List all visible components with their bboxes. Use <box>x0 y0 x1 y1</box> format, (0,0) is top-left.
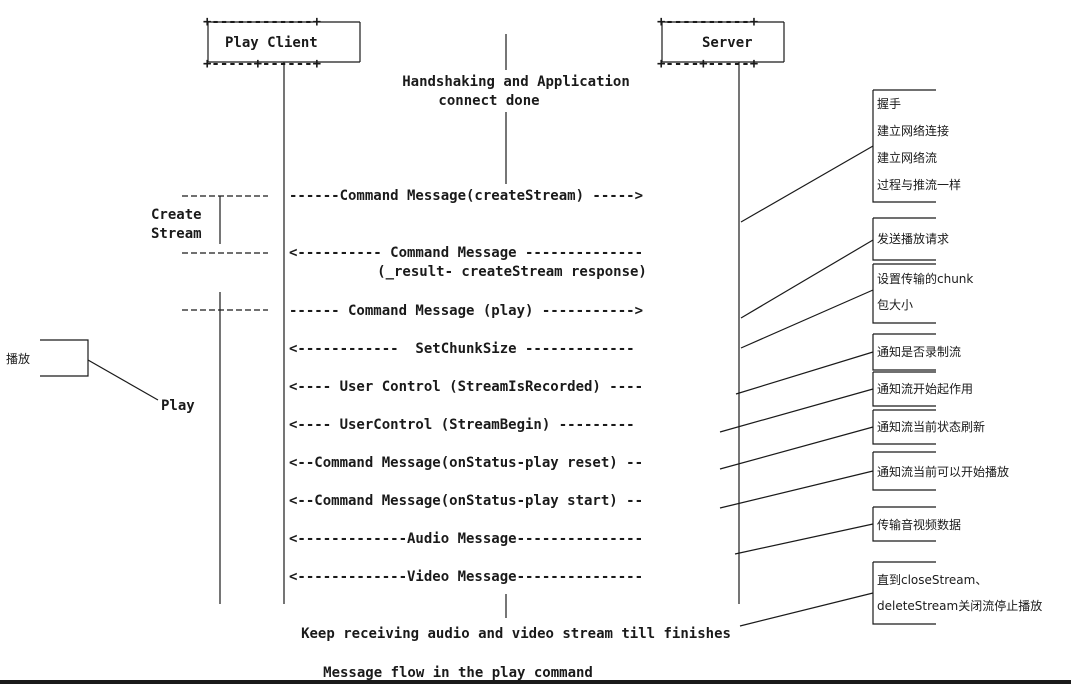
note-3-line-2: 包大小 <box>877 298 914 312</box>
note-7: 通知流当前可以开始播放 <box>877 465 1010 479</box>
pointer-8 <box>734 523 874 555</box>
keep-receiving-text: Keep receiving audio and video stream ti… <box>301 626 731 642</box>
group-markers <box>182 195 268 311</box>
play-label: Play <box>161 398 195 414</box>
pointer-4 <box>735 351 874 395</box>
note-box-6 <box>872 409 936 445</box>
note-box-4 <box>872 333 936 371</box>
pointer-6 <box>719 426 874 470</box>
participant-server: Server <box>702 35 753 51</box>
message-result: <---------- Command Message ------------… <box>289 245 644 261</box>
note-box-3 <box>872 263 936 324</box>
note-1-line-1: 握手 <box>877 97 902 111</box>
diagram-caption: Message flow in the play command <box>323 665 593 681</box>
left-note-box <box>40 339 89 377</box>
message-play-start: <--Command Message(onStatus-play start) … <box>289 493 644 509</box>
message-play: ------ Command Message (play) ----------… <box>289 303 644 319</box>
note-4: 通知是否录制流 <box>877 345 962 359</box>
pointer-2 <box>740 239 874 319</box>
client-box-bottom: +-----+------+ <box>203 56 322 72</box>
note-2: 发送播放请求 <box>877 232 950 246</box>
note-8: 传输音视频数据 <box>877 518 962 532</box>
server-box-border <box>661 21 785 63</box>
pointer-3 <box>740 289 874 349</box>
pointer-1 <box>740 145 874 223</box>
participant-client: Play Client <box>225 35 318 51</box>
server-box-bottom: +----+-----+ <box>657 56 759 72</box>
note-box-2 <box>872 217 936 261</box>
note-1-line-3: 建立网络流 <box>877 151 938 165</box>
note-9-line-2: deleteStream关闭流停止播放 <box>877 599 1043 613</box>
intro-line-2: connect done <box>438 93 540 109</box>
note-1-line-2: 建立网络连接 <box>877 124 950 138</box>
note-box-8 <box>872 506 936 542</box>
note-6: 通知流当前状态刷新 <box>877 420 986 434</box>
intro-line-1: Handshaking and Application <box>402 74 630 90</box>
message-create-stream: ------Command Message(createStream) ----… <box>289 188 644 204</box>
client-box-top: +------------+ <box>203 14 322 30</box>
message-stream-begin: <---- UserControl (StreamBegin) --------… <box>289 417 635 433</box>
create-stream-label-2: Stream <box>151 226 202 242</box>
note-1-line-4: 过程与推流一样 <box>877 178 962 192</box>
left-note: 播放 <box>6 352 31 366</box>
note-box-7 <box>872 451 936 491</box>
bottom-border <box>0 680 1071 684</box>
message-result-detail: (_result- createStream response) <box>377 264 647 280</box>
left-note-pointer <box>87 359 159 401</box>
pointer-7 <box>719 470 874 509</box>
message-audio: <-------------Audio Message-------------… <box>289 531 644 547</box>
note-3-line-1: 设置传输的chunk <box>877 272 974 286</box>
pointer-9 <box>739 592 874 627</box>
message-stream-is-recorded: <---- User Control (StreamIsRecorded) --… <box>289 379 644 395</box>
message-play-reset: <--Command Message(onStatus-play reset) … <box>289 455 644 471</box>
message-video: <-------------Video Message-------------… <box>289 569 644 585</box>
note-box-5 <box>872 371 936 407</box>
message-set-chunk-size: <------------ SetChunkSize ------------- <box>289 341 635 357</box>
note-box-9 <box>872 561 936 625</box>
note-box-1 <box>872 89 936 203</box>
note-5: 通知流开始起作用 <box>877 382 974 396</box>
note-9-line-1: 直到closeStream、 <box>877 573 988 587</box>
pointer-5 <box>719 388 874 433</box>
server-box-top: +----------+ <box>657 14 759 30</box>
create-stream-label-1: Create <box>151 207 202 223</box>
